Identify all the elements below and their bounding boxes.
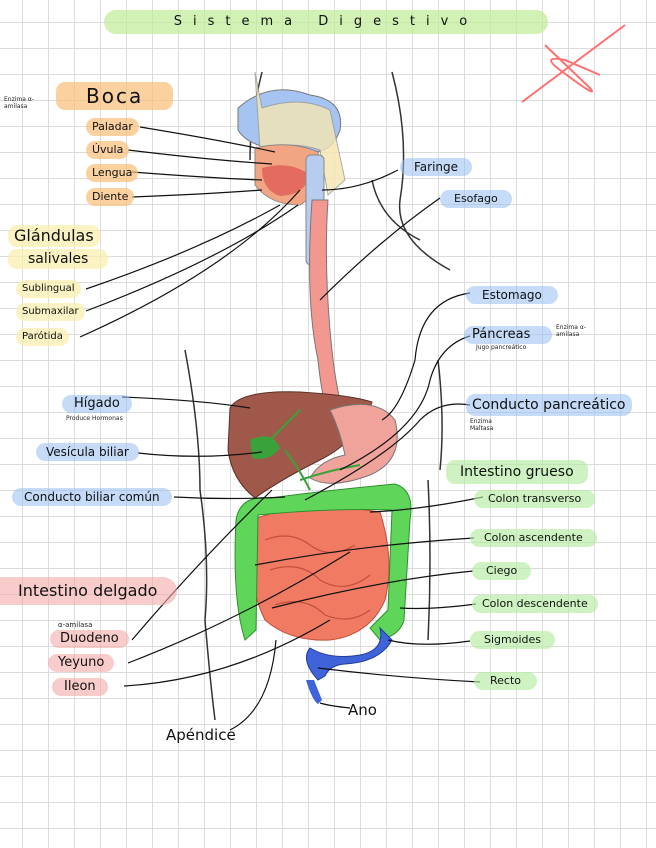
bile-ducts — [269, 409, 361, 491]
pancreas-enzyme: Enzima α-amilasa — [556, 324, 586, 338]
higado-label: Hígado — [62, 395, 132, 413]
part-yeyuno: Yeyuno — [48, 654, 115, 672]
gallbladder-shape — [250, 436, 280, 459]
anus-shape — [306, 680, 322, 704]
intestino-grueso-label: Intestino grueso — [446, 460, 588, 484]
boca-enzyme-note: Enzima α-amilasa — [4, 96, 34, 110]
page-title: Sistema Digestivo — [104, 10, 548, 34]
estomago-label: Estomago — [466, 286, 558, 304]
colon-shape — [234, 483, 412, 641]
part-colon-transverso: Colon transverso — [474, 490, 596, 508]
part-diente: Diente — [86, 188, 135, 206]
part-ciego: Ciego — [472, 562, 532, 580]
tongue-shape — [262, 165, 310, 196]
conducto-pancreatico-label: Conducto pancreático — [466, 394, 632, 416]
conducto-biliar-label: Conducto biliar común — [12, 488, 172, 506]
part-colon-descendente: Colon descendente — [472, 595, 598, 613]
part-lengua: Lengua — [86, 164, 139, 182]
salivales-label: salivales — [8, 249, 109, 269]
small-intestine-shape — [249, 507, 390, 641]
red-scribble — [521, 24, 626, 103]
apendice-label: Apéndice — [166, 726, 236, 744]
rectum-shape — [305, 626, 393, 681]
gland-submaxilar: Submaxilar — [16, 303, 85, 321]
gland-parotida: Parótida — [16, 328, 69, 346]
part-colon-ascendente: Colon ascendente — [470, 529, 597, 547]
part-uvula: Úvula — [86, 141, 130, 159]
part-ileon: Ileon — [52, 678, 108, 696]
pancreas-sub: Jugo pancreático — [476, 344, 527, 351]
faringe-label: Faringe — [400, 158, 473, 176]
pancreas-label: Páncreas — [464, 326, 553, 344]
delgado-note: α-amilasa — [58, 621, 93, 629]
ano-label: Ano — [348, 701, 377, 719]
gland-sublingual: Sublingual — [16, 280, 81, 298]
leader-lines — [79, 126, 484, 731]
part-paladar: Paladar — [86, 118, 139, 136]
esophagus-shape — [309, 199, 345, 421]
part-recto: Recto — [474, 672, 538, 690]
conducto-note: Enzima Maltasa — [470, 418, 494, 432]
higado-sub: Produce Hormonas — [66, 415, 123, 422]
part-sigmoides: Sigmoides — [470, 631, 556, 649]
vesicula-label: Vesícula biliar — [36, 443, 139, 461]
esofago-label: Esofago — [440, 190, 512, 208]
intestino-delgado-label: Intestino delgado — [0, 577, 178, 605]
boca-label: Boca — [56, 82, 174, 110]
glandulas-label: Glándulas — [8, 225, 100, 247]
part-duodeno: Duodeno — [50, 630, 129, 648]
